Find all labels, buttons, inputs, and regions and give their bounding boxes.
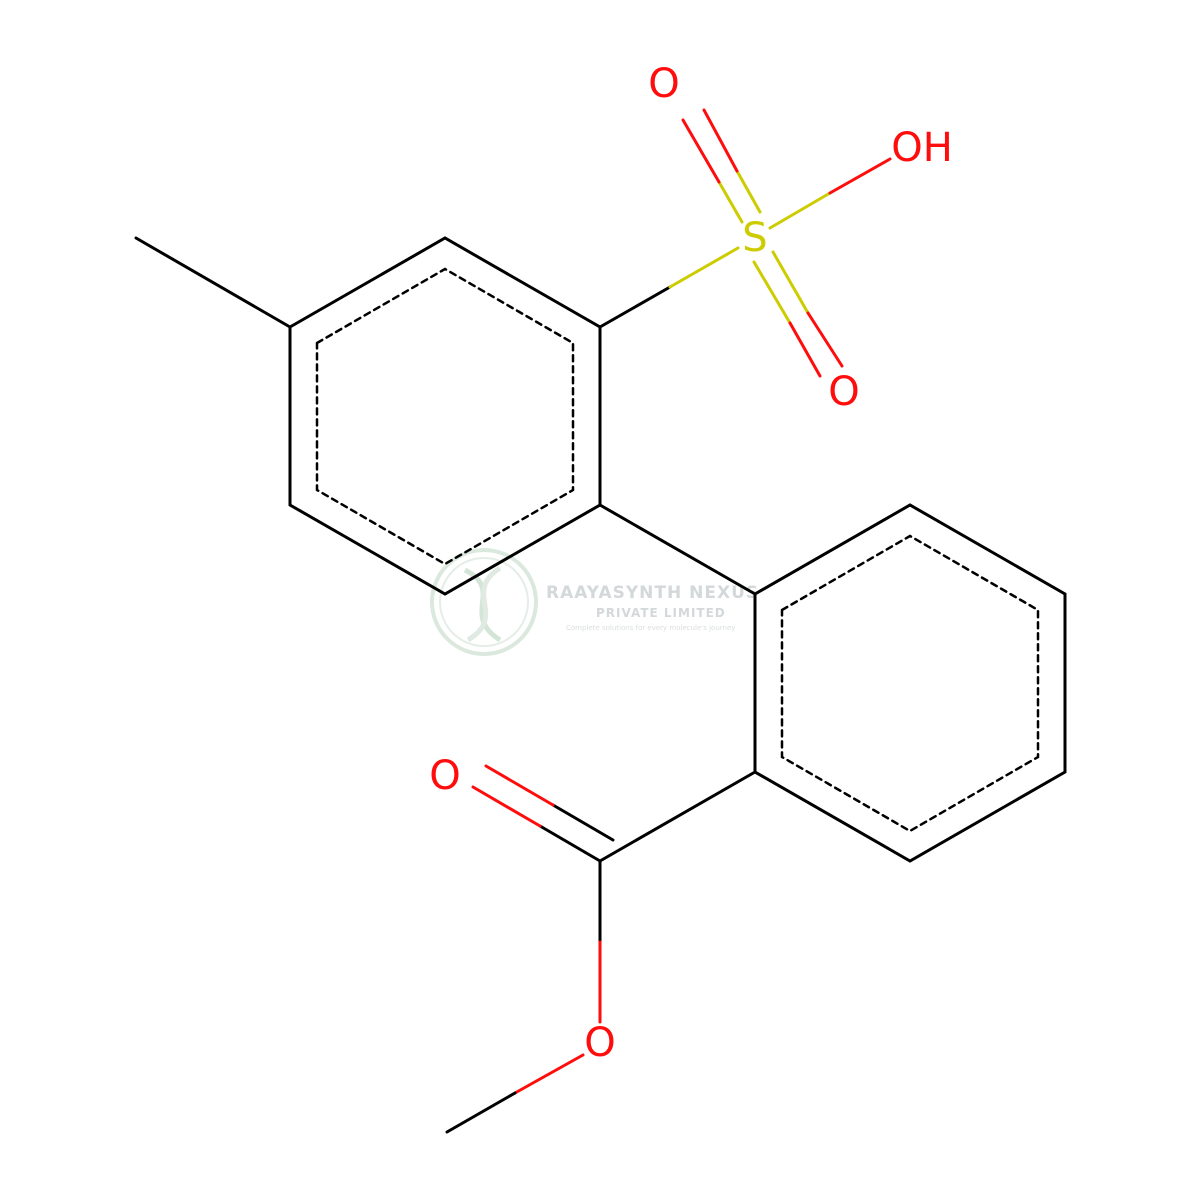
bond-c-s-yellow (668, 246, 740, 289)
watermark-logo-icon (430, 548, 538, 656)
bond-biaryl (598, 503, 757, 596)
atom-oxygen-ester: O (584, 1020, 615, 1066)
bond-methyl (134, 236, 292, 329)
watermark-title: RAAYASYNTH NEXUS (546, 583, 759, 603)
atom-oxygen-carbonyl: O (429, 753, 460, 799)
ring-b-outer (753, 503, 1067, 863)
ring-a-outer (288, 236, 602, 596)
ring-b-aromatic (780, 534, 1040, 833)
atom-sulfur: S (742, 215, 767, 261)
watermark-tagline: Complete solutions for every molecule's … (566, 624, 735, 632)
atom-oxygen-sulfonyl-top: O (648, 61, 679, 107)
atom-oxygen-sulfonyl-right: O (828, 369, 859, 415)
atom-hydroxyl: OH (891, 125, 953, 171)
ring-a-aromatic (315, 267, 575, 566)
watermark: RAAYASYNTH NEXUS PRIVATE LIMITED Complet… (430, 548, 759, 656)
bond-c-s-black (598, 285, 672, 329)
watermark-subtitle: PRIVATE LIMITED (596, 606, 726, 620)
